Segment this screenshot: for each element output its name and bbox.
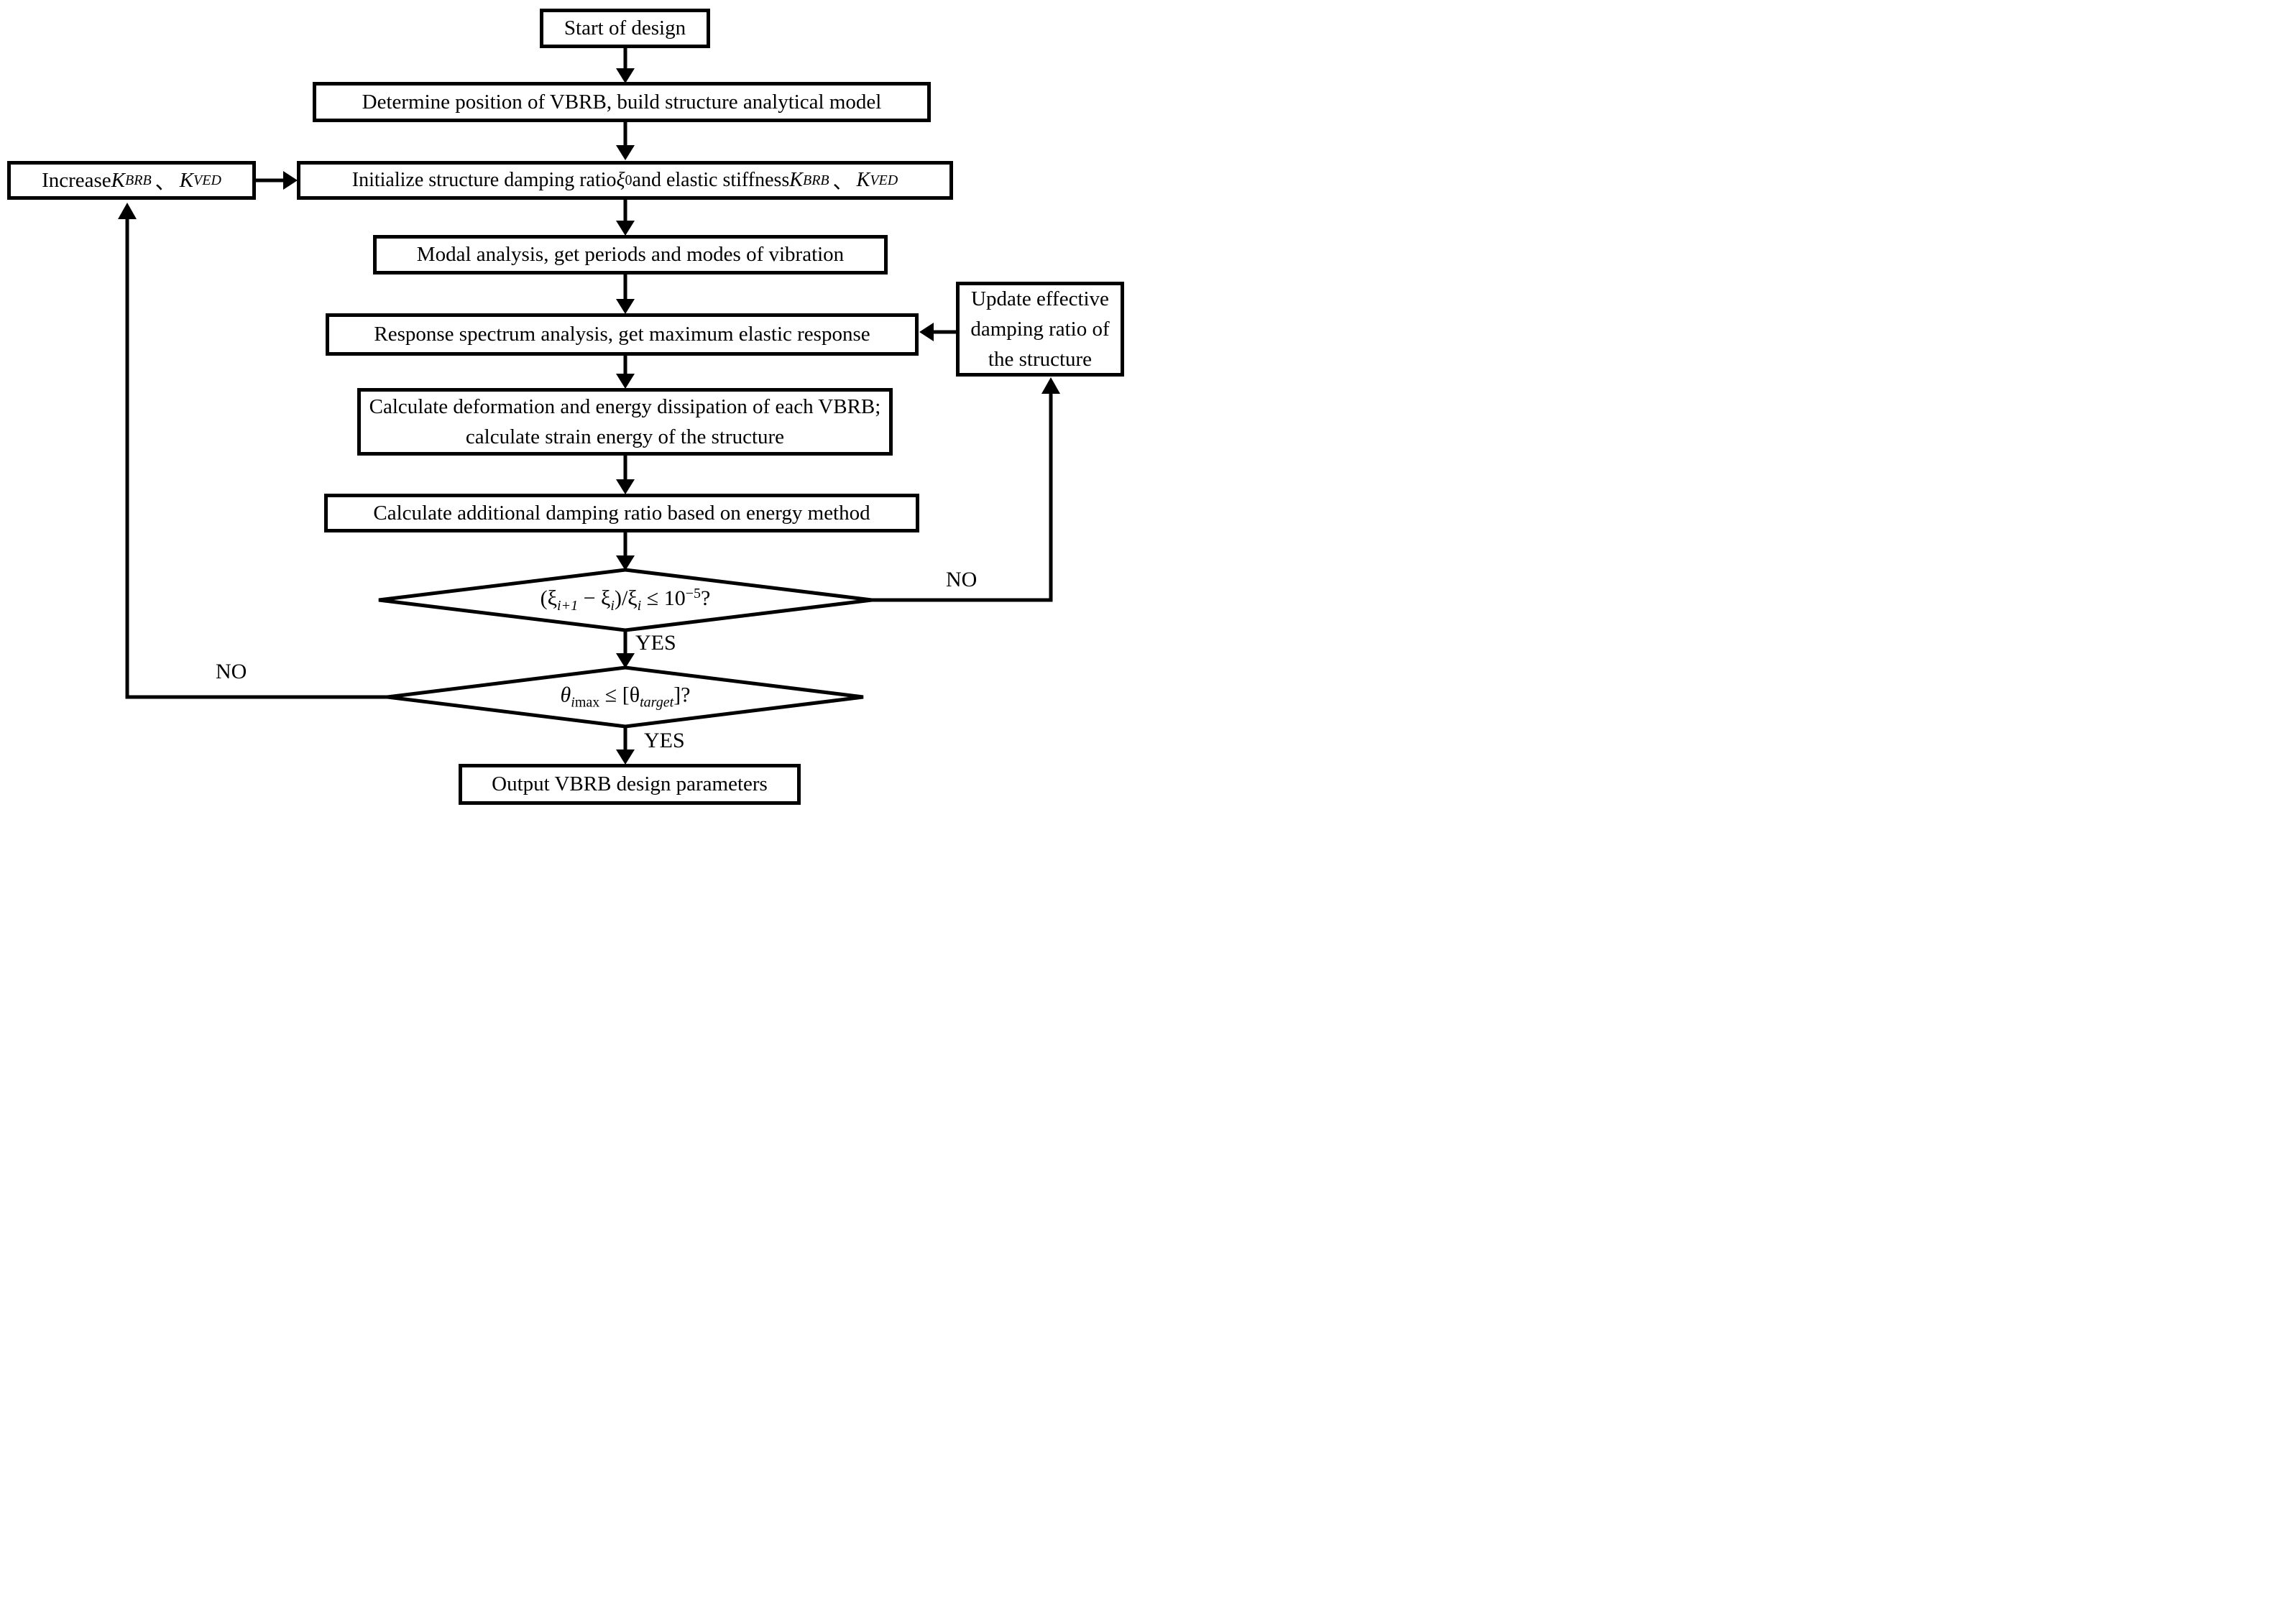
eq-conv-a: (ξ (540, 586, 558, 610)
initialize-text-before: Initialize structure damping ratio (351, 169, 617, 191)
node-update-damping: Update effective damping ratio of the st… (956, 282, 1124, 377)
node-determine-label: Determine position of VBRB, build struct… (362, 90, 882, 114)
increase-k2-sub: VED (193, 172, 221, 188)
arrow-start-to-determine (616, 48, 635, 83)
initialize-k1: K (789, 169, 803, 191)
eq-conv-h: −5 (685, 586, 701, 601)
eq-drift-sub-i: i (571, 694, 575, 711)
decision-drift-label: θimax ≤ [θtarget]? (561, 683, 691, 711)
arrow-drift-no-to-increase (118, 203, 392, 699)
eq-conv-b: i+1 (557, 598, 579, 614)
eq-conv-f: i (637, 598, 642, 614)
node-output: Output VBRB design parameters (459, 764, 801, 805)
increase-k2: K (179, 168, 194, 192)
arrow-calc-energy-to-calc-damping (616, 456, 635, 494)
arrow-increase-to-initialize (254, 171, 298, 190)
edge-label-convergence-no: NO (946, 568, 978, 591)
flowchart: Start of design Determine position of VB… (0, 0, 1148, 812)
node-calc-energy-label: Calculate deformation and energy dissipa… (369, 395, 881, 448)
eq-drift-sub-max: max (574, 694, 600, 711)
edge-label-drift-yes: YES (644, 729, 685, 752)
initialize-xi-sub: 0 (625, 172, 633, 188)
arrow-update-to-response (919, 323, 956, 341)
arrow-drift-yes-to-output (616, 726, 635, 765)
increase-action: Increase (42, 168, 111, 192)
node-modal-label: Modal analysis, get periods and modes of… (416, 243, 845, 266)
node-determine-position: Determine position of VBRB, build struct… (313, 82, 931, 122)
arrow-calc-damping-to-decision-convergence (616, 532, 635, 571)
eq-conv-i: ? (700, 586, 711, 610)
node-calc-additional-damping: Calculate additional damping ratio based… (324, 494, 919, 532)
initialize-xi: ξ (616, 169, 625, 191)
eq-drift-theta1: θ (560, 683, 571, 707)
node-response-spectrum: Response spectrum analysis, get maximum … (326, 313, 919, 356)
eq-drift-sub-target: target (640, 694, 674, 711)
eq-conv-g: ≤ 10 (641, 586, 686, 610)
arrow-response-to-calc-energy (616, 356, 635, 389)
eq-conv-c: − ξ (578, 586, 611, 610)
node-update-label: Update effective damping ratio of the st… (970, 287, 1110, 372)
decision-drift-shape (387, 665, 864, 729)
initialize-text-after: and elastic stiffness (632, 169, 790, 191)
eq-conv-e: )/ξ (614, 586, 638, 610)
node-calc-energy: Calculate deformation and energy dissipa… (357, 388, 893, 456)
initialize-k2: K (856, 169, 870, 191)
eq-drift-mid: ≤ [θ (599, 683, 640, 707)
increase-k1-sub: BRB (125, 172, 152, 188)
arrow-modal-to-response (616, 274, 635, 314)
decision-convergence-label: (ξi+1 − ξi)/ξi ≤ 10−5? (541, 586, 711, 614)
node-calc-damping-label: Calculate additional damping ratio based… (373, 501, 870, 525)
eq-drift-end: ]? (673, 683, 691, 707)
arrow-determine-to-initialize (616, 122, 635, 160)
initialize-k1-sub: BRB (802, 172, 829, 188)
edge-label-convergence-yes: YES (635, 631, 676, 655)
arrow-convergence-no-to-update (868, 377, 1060, 602)
node-start: Start of design (540, 9, 710, 48)
node-start-label: Start of design (564, 17, 686, 40)
eq-conv-d: i (610, 598, 615, 614)
ideographic-comma: 、 (155, 170, 176, 194)
arrow-convergence-yes (616, 630, 635, 668)
edge-label-drift-no: NO (216, 660, 247, 683)
ideographic-comma: 、 (832, 170, 853, 193)
node-output-label: Output VBRB design parameters (492, 772, 768, 795)
node-modal-analysis: Modal analysis, get periods and modes of… (373, 235, 888, 274)
node-response-label: Response spectrum analysis, get maximum … (374, 323, 870, 346)
initialize-k2-sub: VED (870, 172, 898, 188)
increase-k1: K (111, 168, 126, 192)
connector-layer (118, 48, 1060, 765)
arrow-initialize-to-modal (616, 200, 635, 236)
